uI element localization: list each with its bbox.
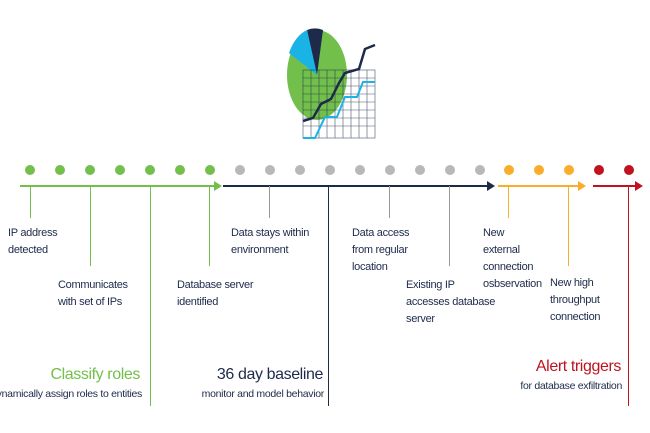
dot-gray (265, 165, 275, 175)
dot-green (115, 165, 125, 175)
event-new-high: New high throughput connection (550, 277, 601, 323)
anomaly-timeline (498, 185, 578, 187)
event-existing-ip: Existing IP accesses database server (406, 279, 496, 325)
classify-title: Classify roles (50, 366, 140, 383)
dot-green (145, 165, 155, 175)
classify-timeline (20, 185, 214, 187)
dot-green (25, 165, 35, 175)
tick-line (269, 186, 270, 218)
classify-subtitle: Dynamically assign roles to entities (0, 388, 142, 400)
dot-gray (385, 165, 395, 175)
event-new-external: New external connection osbservation (483, 227, 542, 290)
phase-divider (150, 186, 151, 406)
dot-orange (504, 165, 514, 175)
dot-green (85, 165, 95, 175)
event-data-access: Data access from regular location (352, 227, 410, 273)
dot-red (624, 165, 634, 175)
dot-gray (235, 165, 245, 175)
arrow-icon (214, 181, 222, 191)
dot-gray (325, 165, 335, 175)
dot-green (175, 165, 185, 175)
dot-red (594, 165, 604, 175)
baseline-subtitle: monitor and model behavior (201, 388, 325, 400)
dot-gray (295, 165, 305, 175)
alert-subtitle: for database exfiltration (520, 380, 622, 392)
tick-line (30, 186, 31, 218)
alert-timeline (593, 185, 635, 187)
phase-divider (328, 186, 329, 406)
dot-orange (534, 165, 544, 175)
tick-line (449, 186, 450, 266)
arrow-icon (635, 181, 643, 191)
pie-and-line-chart-icon (287, 28, 376, 139)
dot-gray (355, 165, 365, 175)
tick-line (389, 186, 390, 218)
event-data-stays: Data stays within environment (231, 227, 310, 256)
baseline-title: 36 day baseline (216, 366, 323, 383)
dot-gray (415, 165, 425, 175)
alert-title: Alert triggers (535, 358, 622, 375)
tick-line (90, 186, 91, 266)
baseline-timeline (223, 185, 487, 187)
event-ip-detected: IP address detected (8, 227, 58, 256)
event-db-identified: Database server identified (177, 279, 254, 308)
dot-gray (475, 165, 485, 175)
tick-line (508, 186, 509, 218)
arrow-icon (578, 181, 586, 191)
dot-orange (564, 165, 574, 175)
dot-green (55, 165, 65, 175)
tick-line (568, 186, 569, 266)
phase-divider (628, 186, 629, 406)
arrow-icon (487, 181, 495, 191)
event-communicates: Communicates with set of IPs (58, 279, 128, 308)
dot-green (205, 165, 215, 175)
tick-line (209, 186, 210, 266)
dot-gray (445, 165, 455, 175)
